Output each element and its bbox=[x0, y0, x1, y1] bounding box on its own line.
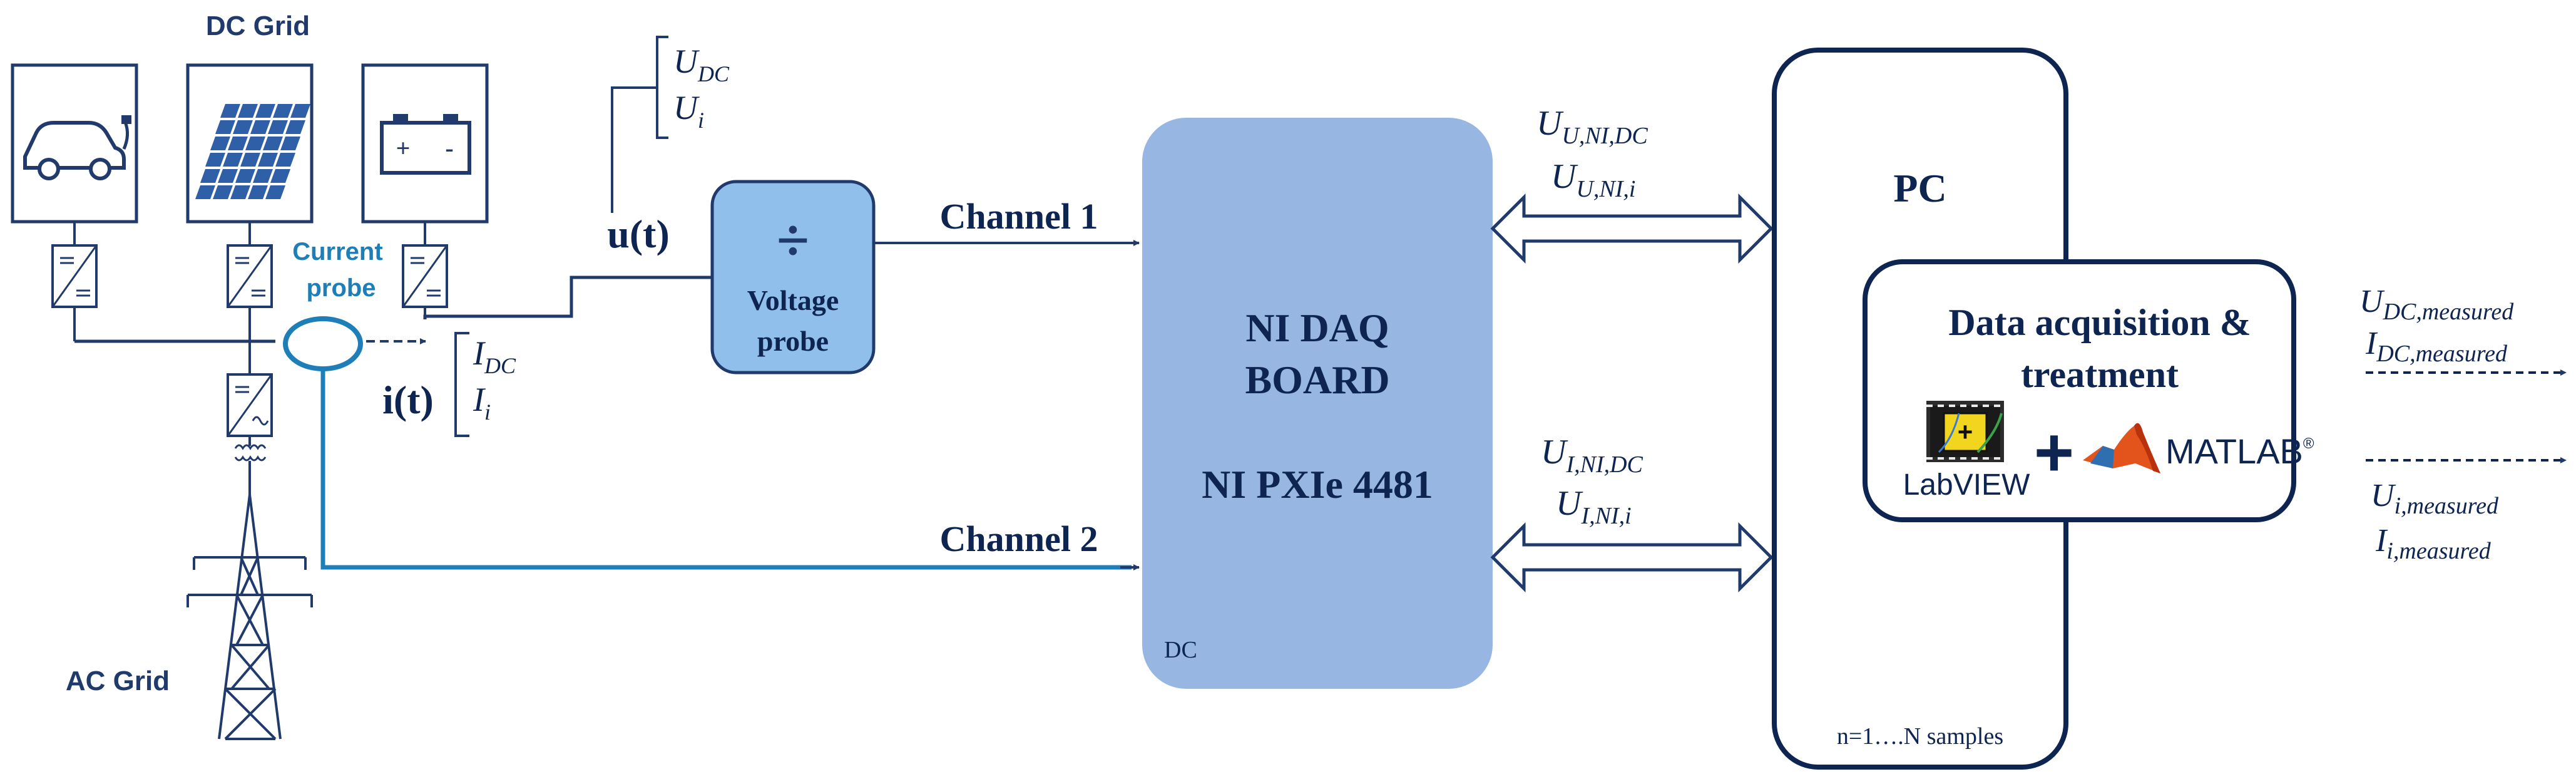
voltage-tap-wire bbox=[423, 276, 712, 319]
data-acquisition-title-line1: Data acquisition & bbox=[1948, 302, 2251, 343]
bus-upper-label-1: UU,NI,DC bbox=[1536, 104, 1648, 149]
current-probe-icon bbox=[283, 316, 363, 371]
solar-cell bbox=[270, 169, 290, 183]
solar-cell bbox=[215, 120, 235, 134]
solar-cell bbox=[200, 169, 220, 183]
daq-board-line2: BOARD bbox=[1245, 358, 1389, 402]
voltage-probe-symbol: ÷ bbox=[777, 207, 810, 274]
solar-cell bbox=[253, 169, 273, 183]
solar-cell bbox=[275, 153, 295, 167]
current-component-i: Ii bbox=[473, 381, 491, 425]
daq-board-line1: NI DAQ bbox=[1245, 306, 1389, 350]
svg-text:-: - bbox=[445, 134, 453, 162]
pc-title: PC bbox=[1893, 166, 1946, 210]
solar-cell bbox=[210, 137, 230, 150]
data-acquisition-box: Data acquisition & treatment + LabVIEW +… bbox=[1863, 259, 2314, 522]
solar-cell bbox=[268, 120, 288, 134]
ac-grid-title: AC Grid bbox=[66, 666, 170, 696]
bus-arrow-lower bbox=[1490, 522, 1774, 593]
solar-panel-icon bbox=[186, 63, 314, 224]
voltage-component-i: Ui bbox=[673, 89, 704, 133]
solar-cell bbox=[285, 120, 305, 134]
solar-cell bbox=[258, 153, 278, 167]
solar-cell bbox=[205, 153, 225, 167]
current-component-dc: IDC bbox=[473, 334, 516, 378]
channel2-label: Channel 2 bbox=[939, 518, 1098, 559]
svg-text:+: + bbox=[396, 134, 411, 162]
daq-board: NI DAQ BOARD NI PXIe 4481 DC bbox=[1142, 118, 1493, 689]
daq-board-corner-label: DC bbox=[1164, 637, 1197, 663]
solar-cell bbox=[218, 169, 238, 183]
channel1-label: Channel 1 bbox=[939, 196, 1098, 237]
matlab-logo-icon bbox=[2083, 423, 2160, 473]
dcdc-converter-icon bbox=[51, 222, 98, 341]
current-probe-label: Current probe bbox=[292, 238, 390, 302]
voltage-signal-label: u(t) bbox=[607, 212, 670, 256]
solar-cell bbox=[248, 185, 268, 199]
solar-cell bbox=[280, 137, 300, 150]
svg-text:+: + bbox=[1958, 417, 1973, 446]
solar-cell bbox=[290, 104, 310, 118]
output-label-u-i: Ui,measured bbox=[2371, 478, 2499, 519]
voltage-probe-box: ÷ Voltage probe bbox=[710, 180, 876, 374]
output-label-i-dc: IDC,measured bbox=[2365, 326, 2508, 367]
current-probe-label-line1: Current bbox=[292, 238, 382, 266]
output-label-i-i: Ii,measured bbox=[2375, 523, 2492, 564]
solar-cell bbox=[245, 137, 265, 150]
electric-car-icon bbox=[11, 63, 138, 224]
current-signal-brace bbox=[454, 332, 469, 437]
solar-cell bbox=[220, 104, 240, 118]
transmission-tower-icon bbox=[187, 494, 313, 740]
pc-samples-label: n=1….N samples bbox=[1837, 723, 2003, 750]
solar-cell bbox=[255, 104, 275, 118]
solar-cell bbox=[263, 137, 283, 150]
voltage-probe-label-line1: Voltage bbox=[747, 284, 839, 316]
dcdc-converter-icon bbox=[402, 222, 448, 319]
plus-sign: + bbox=[2034, 414, 2074, 491]
matlab-label: MATLAB® bbox=[2165, 431, 2314, 471]
battery-icon: + - bbox=[361, 63, 489, 224]
voltage-component-dc: UDC bbox=[673, 43, 730, 86]
solar-cell bbox=[240, 153, 260, 167]
dcac-inverter-icon bbox=[227, 373, 273, 495]
voltage-signal-brace bbox=[611, 36, 668, 213]
solar-cell bbox=[273, 104, 293, 118]
daq-board-model: NI PXIe 4481 bbox=[1202, 462, 1433, 507]
solar-cell bbox=[230, 185, 250, 199]
solar-cell bbox=[235, 169, 255, 183]
bus-lower-label-2: UI,NI,i bbox=[1556, 484, 1632, 529]
data-acquisition-title-line2: treatment bbox=[2021, 354, 2179, 395]
dcdc-converter-icon bbox=[227, 222, 273, 341]
labview-label: LabVIEW bbox=[1903, 468, 2030, 502]
solar-cell bbox=[195, 185, 215, 199]
solar-cell bbox=[250, 120, 270, 134]
bus-lower-label-1: UI,NI,DC bbox=[1541, 433, 1643, 478]
solar-cell bbox=[223, 153, 243, 167]
current-probe-cable bbox=[320, 369, 1132, 570]
current-probe-label-line2: probe bbox=[306, 274, 376, 302]
dc-grid-title: DC Grid bbox=[206, 11, 310, 41]
solar-cell bbox=[238, 104, 258, 118]
output-label-u-dc: UDC,measured bbox=[2359, 284, 2514, 325]
solar-cell bbox=[228, 137, 248, 150]
voltage-probe-label-line2: probe bbox=[757, 325, 829, 357]
solar-cell bbox=[213, 185, 233, 199]
bus-upper-label-2: UU,NI,i bbox=[1551, 157, 1635, 202]
labview-logo-icon: + bbox=[1926, 401, 2004, 462]
solar-cell bbox=[265, 185, 285, 199]
solar-cell bbox=[233, 120, 253, 134]
bus-arrow-upper bbox=[1490, 193, 1774, 264]
current-signal-label: i(t) bbox=[382, 378, 434, 422]
